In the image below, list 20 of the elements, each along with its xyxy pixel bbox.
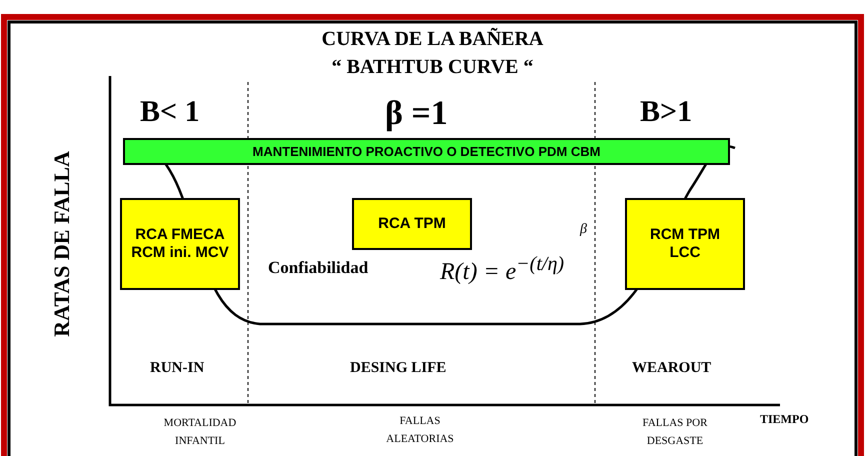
phase-label: B>1 <box>640 95 692 129</box>
formula-exponent: β <box>580 222 587 238</box>
phase-label: B< 1 <box>140 95 200 129</box>
axis-title: TIEMPO <box>760 412 809 427</box>
caption-text: Confiabilidad <box>268 258 368 278</box>
axis-title: RATAS DE FALLA <box>49 150 75 339</box>
title-line: “ BATHTUB CURVE “ <box>330 56 534 79</box>
formula: R(t) = e$^{−(t/η)}$ <box>440 253 564 286</box>
tool-box: RCA FMECA RCM ini. MCV <box>120 198 240 290</box>
tool-box: RCM TPM LCC <box>625 198 745 290</box>
phase-description: FALLAS ALEATORIAS <box>385 414 455 447</box>
phase-name: RUN-IN <box>150 360 204 377</box>
phase-description: MORTALIDAD INFANTIL <box>162 416 238 449</box>
title-line: CURVA DE LA BAÑERA <box>320 28 544 51</box>
maintenance-bar: MANTENIMIENTO PROACTIVO O DETECTIVO PDM CBM <box>123 138 730 165</box>
tool-box: RCA TPM <box>352 198 472 250</box>
phase-name: WEAROUT <box>632 360 712 377</box>
phase-label: β =1 <box>385 95 448 133</box>
phase-description: FALLAS POR DESGASTE <box>642 416 708 449</box>
phase-name: DESING LIFE <box>350 360 446 377</box>
